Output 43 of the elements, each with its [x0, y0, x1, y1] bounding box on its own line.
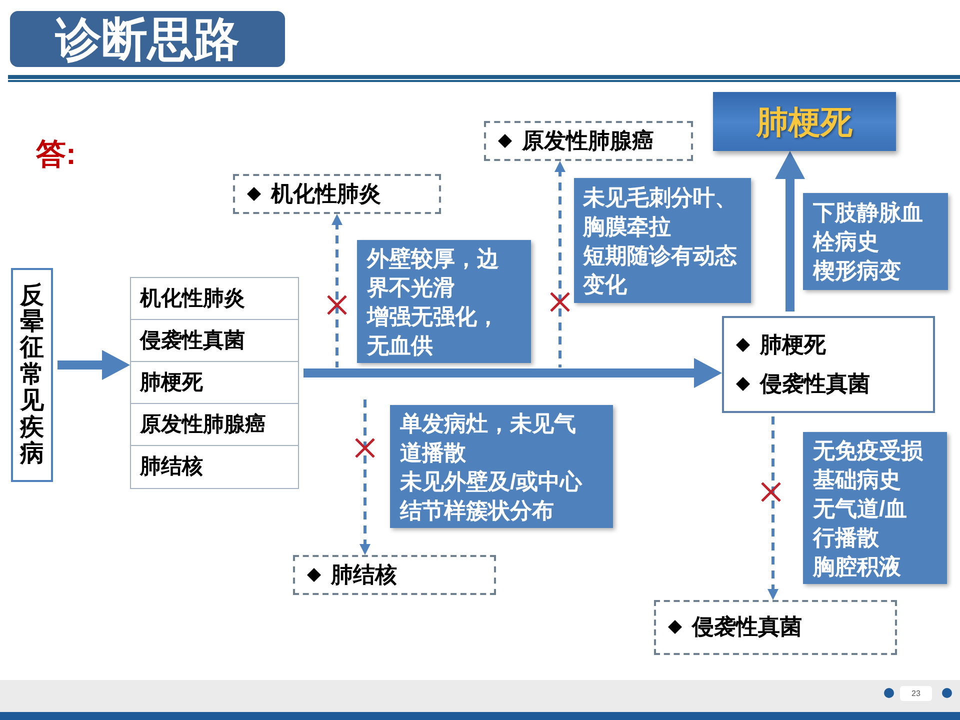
page-number: 23: [900, 686, 932, 701]
dashed-diagnosis-box: [233, 174, 441, 214]
disease-list-item: 机化性肺炎: [131, 278, 298, 320]
finding-box: [803, 193, 948, 290]
finding-text: 无免疫受损基础病史: [813, 436, 924, 494]
dashed-diagnosis-box: [293, 555, 496, 595]
finding-box: [357, 240, 531, 363]
finding-text: 楔形病变: [813, 257, 902, 285]
diagnosis-label: 肺梗死: [760, 332, 826, 358]
dashed-arrow: [554, 161, 566, 368]
diagnosis-label: 肺结核: [331, 562, 397, 588]
finding-text: 外壁较厚，边界不光滑: [367, 244, 500, 302]
dashed-diagnosis-box: [654, 600, 897, 655]
finding-text: 增强无强化，无血供: [367, 302, 500, 360]
conclusion-box: [713, 92, 896, 151]
finding-text: 未见外壁及/或中心结节样簇状分布: [400, 468, 584, 524]
diagnosis-label: 侵袭性真菌: [760, 370, 870, 397]
dashed-arrow: [768, 414, 778, 600]
finding-text: 未见毛刺分叶、胸膜牵拉: [583, 184, 738, 240]
disease-table: [130, 277, 299, 489]
finding-text: 无气道/血行播散: [813, 494, 908, 552]
finding-text: 下肢静脉血栓病史: [813, 199, 924, 256]
dashed-arrow: [332, 214, 342, 368]
finding-text: 单发病灶，未见气道播散: [400, 410, 577, 466]
finding-box: [390, 405, 613, 528]
conclusion-label: 肺梗死: [756, 102, 852, 142]
candidate-box: [722, 316, 935, 413]
category-box: [11, 268, 53, 482]
category-label: 反晕征常见疾病: [20, 282, 44, 468]
finding-box: [803, 432, 947, 584]
disease-list-item: 肺梗死: [131, 362, 298, 404]
disease-list-item: 侵袭性真菌: [131, 320, 298, 362]
dashed-diagnosis-box: [484, 121, 693, 161]
disease-list-item: 原发性肺腺癌: [131, 404, 298, 446]
diagnosis-label: 原发性肺腺癌: [522, 128, 654, 154]
finding-text: 胸腔积液: [813, 552, 902, 580]
answer-label: 答:: [36, 137, 76, 173]
slide-title: 诊断思路: [10, 11, 285, 67]
finding-text: 短期随诊有动态变化: [583, 242, 738, 298]
disease-list-item: 肺结核: [138, 454, 204, 480]
finding-box: [574, 178, 751, 303]
diagnosis-label: 侵袭性真菌: [692, 614, 802, 641]
diagnosis-label: 机化性肺炎: [271, 180, 381, 208]
